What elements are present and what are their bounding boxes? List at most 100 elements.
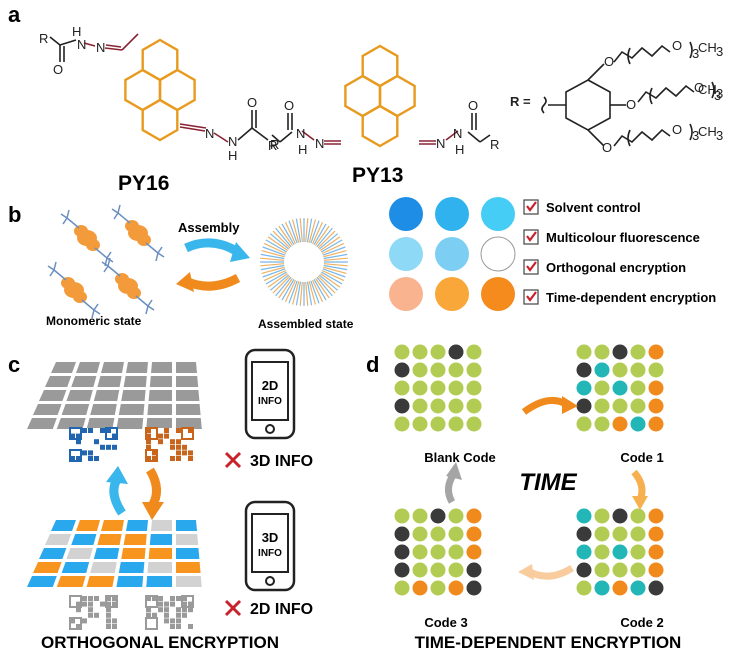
qr-module — [146, 596, 151, 601]
atom-r-upper: R — [39, 31, 48, 46]
colored-tile — [51, 520, 76, 531]
code-dot — [648, 526, 664, 542]
qr-module — [82, 596, 87, 601]
qr-module — [158, 433, 163, 439]
py13-hydrazone-right — [419, 113, 491, 145]
atom-r-py13-right: R — [490, 137, 499, 152]
label-3d-info-denied: 3D INFO — [250, 453, 313, 470]
qr-module — [146, 428, 151, 433]
qr-module — [176, 618, 181, 624]
atom-o-py13-left: O — [284, 98, 294, 113]
micelle-strand — [305, 281, 309, 306]
qr-module — [76, 456, 81, 461]
qr-module — [152, 450, 157, 456]
code-dot — [612, 544, 628, 560]
assembled-micelle — [260, 218, 348, 306]
micelle-strand — [295, 218, 302, 243]
grey-tile — [126, 362, 148, 373]
qr-module — [106, 624, 111, 629]
micelle-strand — [306, 281, 313, 306]
colored-tile — [61, 562, 90, 573]
qr-module — [170, 618, 175, 624]
code-dot — [576, 508, 592, 524]
fluorescence-dot — [389, 197, 423, 231]
micelle-strand — [323, 253, 348, 260]
code-dot — [466, 416, 482, 432]
qr-module — [182, 612, 187, 618]
qr-module — [182, 596, 187, 601]
code-dot — [594, 562, 610, 578]
micelle-strand — [292, 281, 300, 305]
code-dot — [412, 380, 428, 396]
qr-module — [176, 450, 181, 456]
grey-tile — [149, 376, 172, 387]
code-dot — [648, 398, 664, 414]
label-monomeric-state: Monomeric state — [46, 314, 142, 328]
colored-tile — [45, 534, 72, 545]
code-dot — [466, 380, 482, 396]
atom-o-r2b: O — [694, 80, 704, 95]
micelle-strand — [295, 281, 302, 306]
colored-tile — [66, 548, 93, 559]
micelle-strand — [323, 250, 347, 258]
code-dot — [630, 526, 646, 542]
micelle-strand — [318, 274, 339, 291]
qr-module — [164, 607, 169, 613]
micelle-strand — [315, 225, 330, 246]
code-dot — [630, 544, 646, 560]
micelle-strand — [323, 257, 348, 261]
subscript-3-r1: 3 — [692, 46, 699, 61]
code-dot — [576, 416, 592, 432]
qr-module — [106, 601, 111, 607]
colored-tile-grid — [27, 520, 202, 587]
code-dot — [394, 562, 410, 578]
checkmark-icon — [526, 291, 537, 302]
qr-module — [158, 439, 163, 445]
code-dot — [594, 380, 610, 396]
colored-tile — [86, 576, 115, 587]
colored-tile — [176, 562, 201, 573]
code-dot — [630, 380, 646, 396]
colored-tile — [176, 576, 202, 587]
code-dot — [448, 562, 464, 578]
code-dot — [648, 416, 664, 432]
code-dot — [594, 398, 610, 414]
qr-module — [152, 612, 157, 618]
code-dot — [412, 416, 428, 432]
cross-mark-bottom — [224, 599, 242, 617]
pyrene-core-py16 — [124, 38, 196, 142]
grey-tile — [176, 404, 201, 415]
code-dot — [594, 416, 610, 432]
time-arrow-3-to-blank — [445, 471, 457, 504]
grey-tile — [45, 376, 72, 387]
atom-n-py13-left1: N — [296, 126, 305, 141]
code-dot — [394, 544, 410, 560]
micelle-strand — [284, 221, 297, 245]
atom-n-py13-left2: N — [315, 136, 324, 151]
colored-tile — [27, 576, 57, 587]
micelle-strand — [260, 253, 285, 260]
ch3-sub-r1: 3 — [716, 44, 723, 59]
code-dot — [648, 580, 664, 596]
micelle-strand — [316, 276, 333, 297]
colored-tile — [101, 520, 124, 531]
micelle-strand — [320, 236, 341, 251]
colored-tile — [97, 534, 122, 545]
encryption-down-arrowhead — [142, 502, 164, 520]
assembly-reverse-arrowhead — [176, 272, 194, 292]
ch3-r2: CH — [698, 82, 717, 97]
qr-module — [176, 596, 181, 601]
qr-module — [146, 456, 151, 461]
colored-tile — [93, 548, 120, 559]
phone-top-line1: 2D — [262, 378, 279, 393]
subscript-3-r3: 3 — [692, 128, 699, 143]
qr-module — [112, 444, 117, 450]
feature-item-label: Time-dependent encryption — [546, 290, 716, 305]
qr-module — [188, 450, 193, 456]
grey-tile — [76, 362, 100, 373]
code-dot — [630, 580, 646, 596]
code-dot — [612, 508, 628, 524]
colored-tile — [176, 520, 197, 531]
